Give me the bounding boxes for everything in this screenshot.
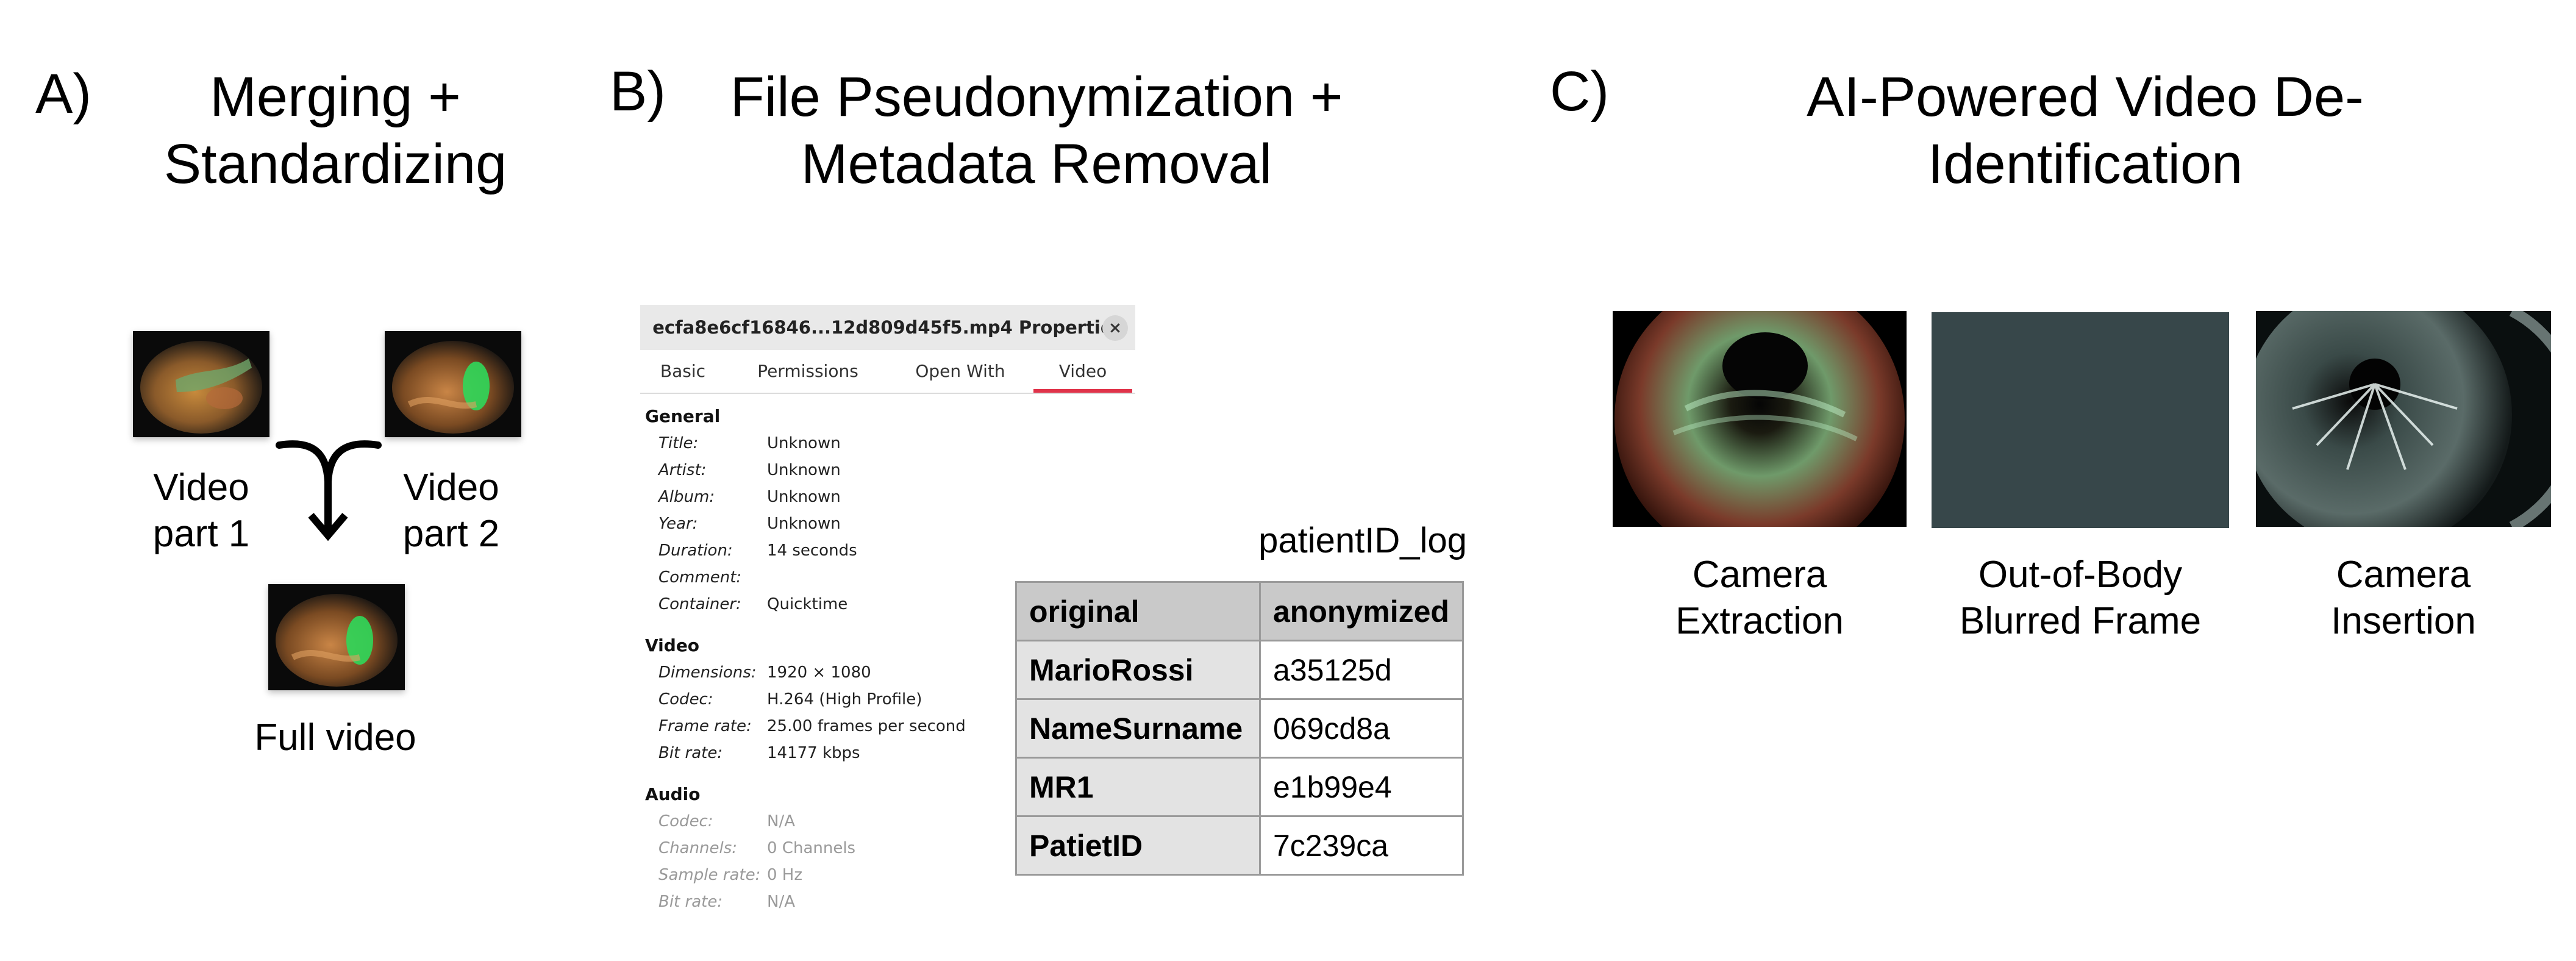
table-header-row: original anonymized — [1015, 581, 1464, 641]
prop-key: Comment: — [658, 568, 742, 587]
camera-insertion-label-line1: Camera — [2336, 554, 2471, 596]
prop-key: Channels: — [658, 839, 738, 857]
camera-insertion-label-line2: Insertion — [2331, 600, 2476, 642]
panel-b-title-line1: File Pseudonymization + — [730, 66, 1343, 128]
prop-value: Unknown — [767, 515, 841, 533]
prop-value: H.264 (High Profile) — [767, 690, 922, 709]
original-id-cell: MR1 — [1015, 757, 1261, 817]
prop-key: Container: — [658, 595, 741, 613]
panel-a-letter: A) — [35, 63, 91, 125]
patient-id-log-table: original anonymized MarioRossi a35125d N… — [1015, 581, 1464, 876]
panel-c-title-line2: Identification — [1927, 133, 2243, 195]
tab-open-with[interactable]: Open With — [915, 361, 1005, 381]
section-audio-header: Audio — [645, 784, 701, 804]
prop-key: Sample rate: — [658, 866, 761, 884]
panel-b-title: File Pseudonymization + Metadata Removal — [671, 63, 1402, 198]
prop-value: Unknown — [767, 488, 841, 506]
camera-extraction-label-line1: Camera — [1692, 554, 1827, 596]
tab-permissions[interactable]: Permissions — [757, 361, 858, 381]
video-part1-label-line2: part 1 — [152, 513, 250, 555]
prop-key: Title: — [658, 434, 699, 452]
video-part1-thumbnail — [133, 331, 269, 437]
camera-insertion-frame — [2256, 311, 2551, 527]
camera-extraction-label-line2: Extraction — [1675, 600, 1844, 642]
dialog-title: ecfa8e6cf16846...12d809d45f5.mp4 Propert… — [652, 317, 1123, 338]
anonymized-id-cell: 069cd8a — [1259, 698, 1464, 759]
camera-extraction-frame — [1613, 311, 1907, 527]
prop-value: 25.00 frames per second — [767, 717, 966, 735]
prop-key: Frame rate: — [658, 717, 752, 735]
patient-log-title: patientID_log — [1258, 521, 1467, 560]
out-of-body-label-line1: Out-of-Body — [1978, 554, 2183, 596]
trocar-view-image — [2256, 311, 2551, 527]
prop-key: Codec: — [658, 690, 713, 709]
tab-video[interactable]: Video — [1033, 350, 1132, 393]
panel-b-title-line2: Metadata Removal — [801, 133, 1272, 195]
prop-key: Duration: — [658, 541, 733, 560]
prop-key: Bit rate: — [658, 893, 723, 911]
video-part2-label-line2: part 2 — [402, 513, 500, 555]
prop-value: 0 Channels — [767, 839, 856, 857]
prop-value: Unknown — [767, 434, 841, 452]
video-part2-label: Video part 2 — [372, 465, 530, 557]
out-of-body-label-line2: Blurred Frame — [1959, 600, 2202, 642]
original-id-cell: NameSurname — [1015, 698, 1261, 759]
video-part2-thumbnail — [385, 331, 521, 437]
panel-c-title-line1: AI-Powered Video De- — [1807, 66, 2364, 128]
prop-key: Bit rate: — [658, 744, 723, 762]
prop-key: Album: — [658, 488, 715, 506]
panel-a-title: Merging + Standardizing — [91, 63, 579, 198]
prop-value: 14177 kbps — [767, 744, 860, 762]
anonymized-id-cell: 7c239ca — [1259, 815, 1464, 876]
table-row: NameSurname 069cd8a — [1015, 698, 1464, 759]
dialog-titlebar: ecfa8e6cf16846...12d809d45f5.mp4 Propert… — [640, 305, 1135, 350]
panel-c-title: AI-Powered Video De- Identification — [1719, 63, 2451, 198]
table-row: PatietID 7c239ca — [1015, 815, 1464, 876]
column-header-anonymized: anonymized — [1259, 581, 1464, 641]
prop-key: Artist: — [658, 461, 707, 479]
prop-key: Dimensions: — [658, 663, 757, 682]
out-of-body-blurred-frame — [1932, 312, 2229, 528]
video-part2-label-line1: Video — [403, 466, 499, 509]
out-of-body-label: Out-of-Body Blurred Frame — [1928, 552, 2233, 645]
prop-value: Unknown — [767, 461, 841, 479]
tab-basic[interactable]: Basic — [660, 361, 706, 381]
merge-arrow-icon — [276, 440, 382, 541]
prop-key: Codec: — [658, 812, 713, 831]
dialog-tabs: Basic Permissions Open With Video — [640, 350, 1135, 394]
full-video-thumbnail — [268, 584, 405, 690]
surgical-frame-image — [268, 584, 405, 690]
panel-a-title-line2: Standardizing — [163, 133, 507, 195]
table-row: MarioRossi a35125d — [1015, 640, 1464, 700]
anonymized-id-cell: e1b99e4 — [1259, 757, 1464, 817]
original-id-cell: PatietID — [1015, 815, 1261, 876]
camera-insertion-label: Camera Insertion — [2263, 552, 2544, 645]
prop-key: Year: — [658, 515, 698, 533]
column-header-original: original — [1015, 581, 1261, 641]
anonymized-id-cell: a35125d — [1259, 640, 1464, 700]
prop-value: 0 Hz — [767, 866, 803, 884]
table-row: MR1 e1b99e4 — [1015, 757, 1464, 817]
section-general-header: General — [645, 406, 721, 426]
panel-c-letter: C) — [1550, 60, 1610, 123]
prop-value: N/A — [767, 812, 795, 831]
prop-value: 14 seconds — [767, 541, 857, 560]
video-part1-label-line1: Video — [153, 466, 249, 509]
endoscopic-tunnel-image — [1613, 311, 1907, 527]
panel-a-title-line1: Merging + — [210, 66, 461, 128]
video-part1-label: Video part 1 — [122, 465, 280, 557]
close-icon[interactable]: × — [1102, 315, 1128, 341]
camera-extraction-label: Camera Extraction — [1619, 552, 1900, 645]
prop-value: Quicktime — [767, 595, 848, 613]
prop-value: N/A — [767, 893, 795, 911]
prop-value: 1920 × 1080 — [767, 663, 871, 682]
section-video-header: Video — [645, 635, 700, 656]
surgical-frame-image — [385, 331, 521, 437]
full-video-label: Full video — [254, 716, 416, 759]
surgical-frame-image — [133, 331, 269, 437]
panel-b-letter: B) — [610, 60, 666, 123]
original-id-cell: MarioRossi — [1015, 640, 1261, 700]
